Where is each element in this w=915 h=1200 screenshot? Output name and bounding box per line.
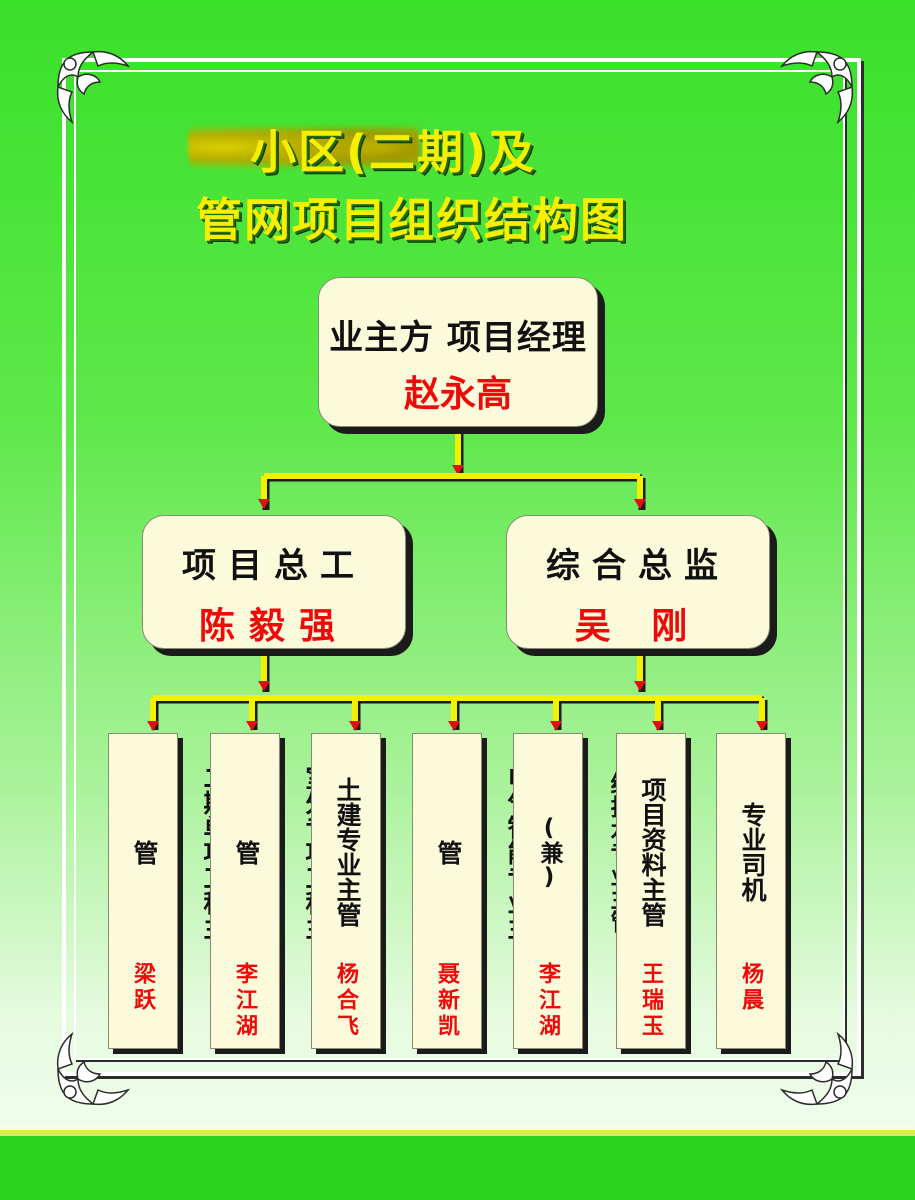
staff-box: 室外专项工程主管 李江湖 xyxy=(210,733,331,1049)
role-label: 业主方 项目经理 xyxy=(329,318,587,358)
corner-ornament-icon xyxy=(772,42,862,132)
person-name: 李江湖 xyxy=(535,962,560,1040)
bottom-band xyxy=(0,1126,915,1200)
staff-box: 电气智能专业主管 聂新凯 xyxy=(412,733,533,1049)
general-supervisor-box: 综合总监 吴 刚 xyxy=(506,515,770,649)
person-name: 王瑞玉 xyxy=(638,962,663,1040)
title-line-1: 小区(二期)及 xyxy=(250,125,537,179)
person-name: 杨合飞 xyxy=(333,962,358,1040)
role-label: 项目资料主管 xyxy=(638,777,667,927)
person-name: 梁跃 xyxy=(130,962,155,1014)
blurred-logo xyxy=(188,118,420,176)
chief-engineer-box: 项目总工 陈毅强 xyxy=(142,515,406,649)
person-name: 李江湖 xyxy=(232,962,257,1040)
role-label: 土建专业主管 xyxy=(333,777,362,927)
role-label: 项目总工 xyxy=(182,546,366,586)
person-name: 陈毅强 xyxy=(198,606,349,647)
staff-box: 土建专业主管 杨合飞 xyxy=(311,733,381,1049)
person-name: 杨晨 xyxy=(738,962,763,1014)
inner-border xyxy=(74,70,845,1060)
staff-box: 给排水专业主管(兼) 李江湖 xyxy=(513,733,632,1049)
staff-box: 项目资料主管 王瑞玉 xyxy=(616,733,686,1049)
corner-ornament-icon xyxy=(772,1024,862,1114)
staff-box: 专业司机 杨晨 xyxy=(716,733,786,1049)
outer-border xyxy=(62,58,861,1076)
role-label: 综合总监 xyxy=(546,546,730,586)
person-name: 赵永高 xyxy=(403,374,512,415)
person-name: 聂新凯 xyxy=(434,962,459,1040)
title-line-2: 管网项目组织结构图 xyxy=(196,193,628,247)
corner-ornament-icon xyxy=(48,42,138,132)
staff-box: 二期单项工程主管 梁跃 xyxy=(108,733,229,1049)
person-name: 吴 刚 xyxy=(574,606,702,647)
corner-ornament-icon xyxy=(48,1024,138,1114)
project-manager-box: 业主方 项目经理 赵永高 xyxy=(318,277,598,427)
role-label: 专业司机 xyxy=(738,802,767,902)
